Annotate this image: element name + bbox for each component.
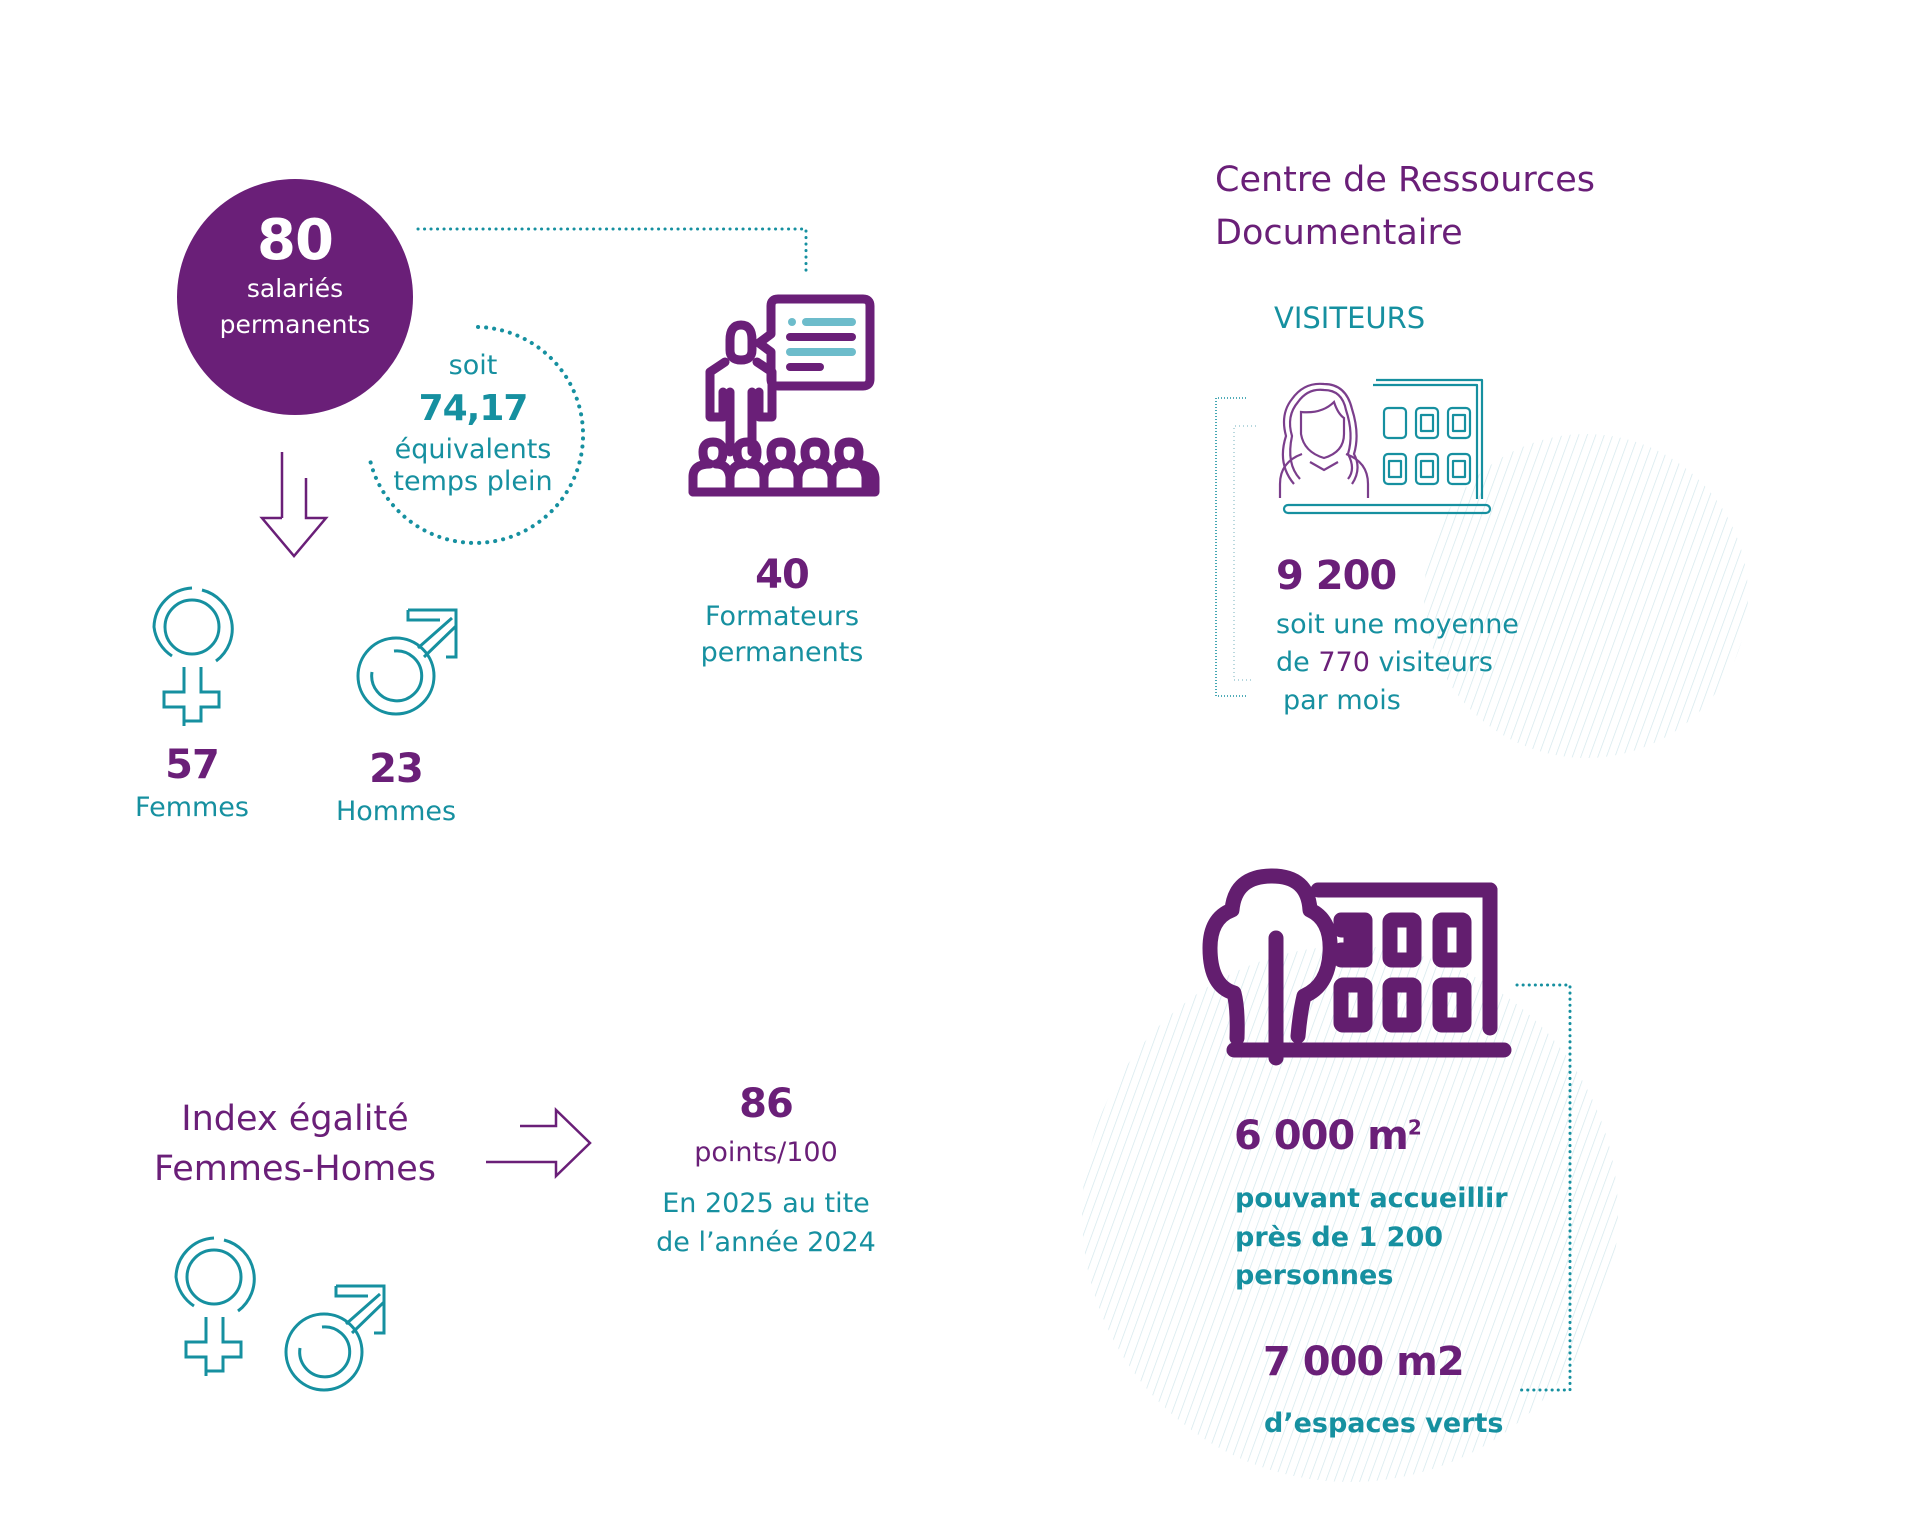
fte-label-1: équivalents: [394, 434, 552, 465]
monthly-visitors-value: 770: [1318, 647, 1370, 678]
equality-score-unit: points/100: [694, 1137, 838, 1168]
arrow-right-icon: [486, 1107, 592, 1179]
green-area-value: 7 000 m2: [1263, 1339, 1465, 1385]
visitors-value: 9 200: [1276, 553, 1397, 599]
visitors-bracket: [1215, 397, 1256, 697]
fte-dotted-ring: [368, 325, 585, 545]
trainers-label-2: permanents: [700, 637, 864, 668]
premises-line-1: pouvant accueillir: [1235, 1183, 1508, 1214]
visitors-line-2-prefix: de: [1276, 647, 1319, 678]
area-exponent: 2: [1407, 1115, 1422, 1140]
premises-bracket: [1515, 983, 1572, 1392]
staff-total-value: 80: [257, 208, 334, 273]
visitors-line-3: par mois: [1283, 685, 1401, 716]
green-area-label: d’espaces verts: [1264, 1408, 1504, 1439]
area-number: 6 000 m: [1234, 1113, 1409, 1159]
connector-staff-trainers: [368, 227, 808, 545]
staff-total-label-2: permanents: [219, 310, 371, 339]
hatch-circle-premises: [1082, 946, 1618, 1482]
trainers-value: 40: [755, 552, 810, 598]
trainers-label-1: Formateurs: [704, 601, 860, 632]
men-value: 23: [369, 746, 424, 792]
hatch-circle-visitors: [1424, 434, 1748, 758]
female-symbol-icon: [174, 1236, 256, 1376]
staff-total-label-1: salariés: [246, 274, 344, 303]
fte-label-2: temps plein: [393, 466, 553, 497]
crd-title-2: Documentaire: [1215, 213, 1463, 253]
crd-title-1: Centre de Ressources: [1215, 160, 1596, 200]
premises-line-3: personnes: [1235, 1260, 1394, 1291]
premises-line-2: près de 1 200: [1235, 1222, 1444, 1253]
arrow-down-icon: [259, 452, 329, 558]
equality-title-1: Index égalité: [181, 1099, 409, 1139]
trainer-audience-icon: [688, 294, 880, 497]
equality-title-2: Femmes-Homes: [154, 1149, 436, 1189]
fte-prefix: soit: [448, 350, 498, 381]
equality-score-value: 86: [739, 1081, 794, 1127]
visitor-library-icon: [1278, 378, 1492, 515]
tree-building-icon: [1202, 868, 1512, 1066]
fte-value: 74,17: [418, 388, 529, 429]
men-label: Hommes: [335, 796, 457, 827]
women-value: 57: [165, 742, 220, 788]
visitors-line-2-suffix: visiteurs: [1369, 647, 1493, 678]
female-symbol-icon: [152, 586, 234, 726]
visitors-line-2: de 770 visiteurs: [1276, 647, 1493, 678]
male-symbol-icon: [356, 608, 458, 716]
male-symbol-icon: [284, 1284, 386, 1392]
women-label: Femmes: [135, 792, 249, 823]
crd-subtitle: VISITEURS: [1274, 301, 1426, 335]
equality-note-1: En 2025 au tite: [662, 1188, 870, 1219]
visitors-line-1: soit une moyenne: [1276, 609, 1519, 640]
area-value: 6 000 m2: [1234, 1113, 1422, 1159]
staff-total-badge: 80 salariés permanents: [177, 179, 413, 415]
equality-note-2: de l’année 2024: [656, 1227, 876, 1258]
